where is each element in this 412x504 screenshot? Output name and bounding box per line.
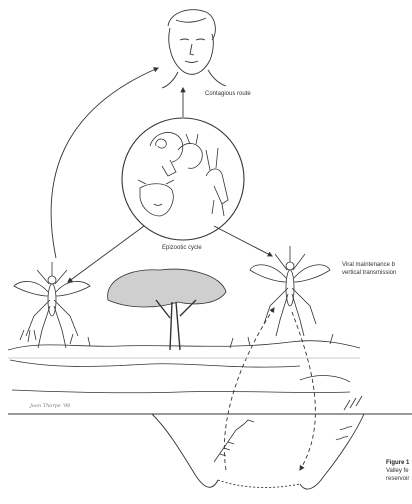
- vertical-transmission-path: [224, 308, 315, 470]
- artist-signature: Jean Thorpe '98: [30, 403, 70, 410]
- ram-icon: [150, 132, 183, 176]
- figure-caption-line1: Valley fe: [386, 468, 409, 475]
- contagious-route-label: Contagious route: [205, 91, 251, 98]
- figure-caption-heading: Figure 1: [386, 460, 409, 467]
- acacia-tree: [108, 269, 226, 350]
- goat-icon: [178, 134, 202, 168]
- human-head: [162, 10, 226, 88]
- antelope-icon: [206, 148, 228, 216]
- right-mosquito: [250, 246, 330, 336]
- larva-icon: [214, 420, 254, 462]
- pond-basin: [152, 414, 364, 489]
- left-mosquito: [14, 262, 90, 348]
- figure-caption-line2: reservoir: [386, 476, 409, 483]
- landscape: [8, 330, 360, 393]
- epizootic-cycle-label: Epizootic cycle: [162, 245, 202, 252]
- cow-icon: [138, 180, 174, 216]
- egg-cluster-icon: [336, 396, 362, 440]
- animal-hosts-circle: [122, 118, 244, 240]
- transmission-label-line1: Viral maintenance b: [342, 262, 395, 269]
- transmission-label-line2: vertical transmission: [342, 270, 396, 277]
